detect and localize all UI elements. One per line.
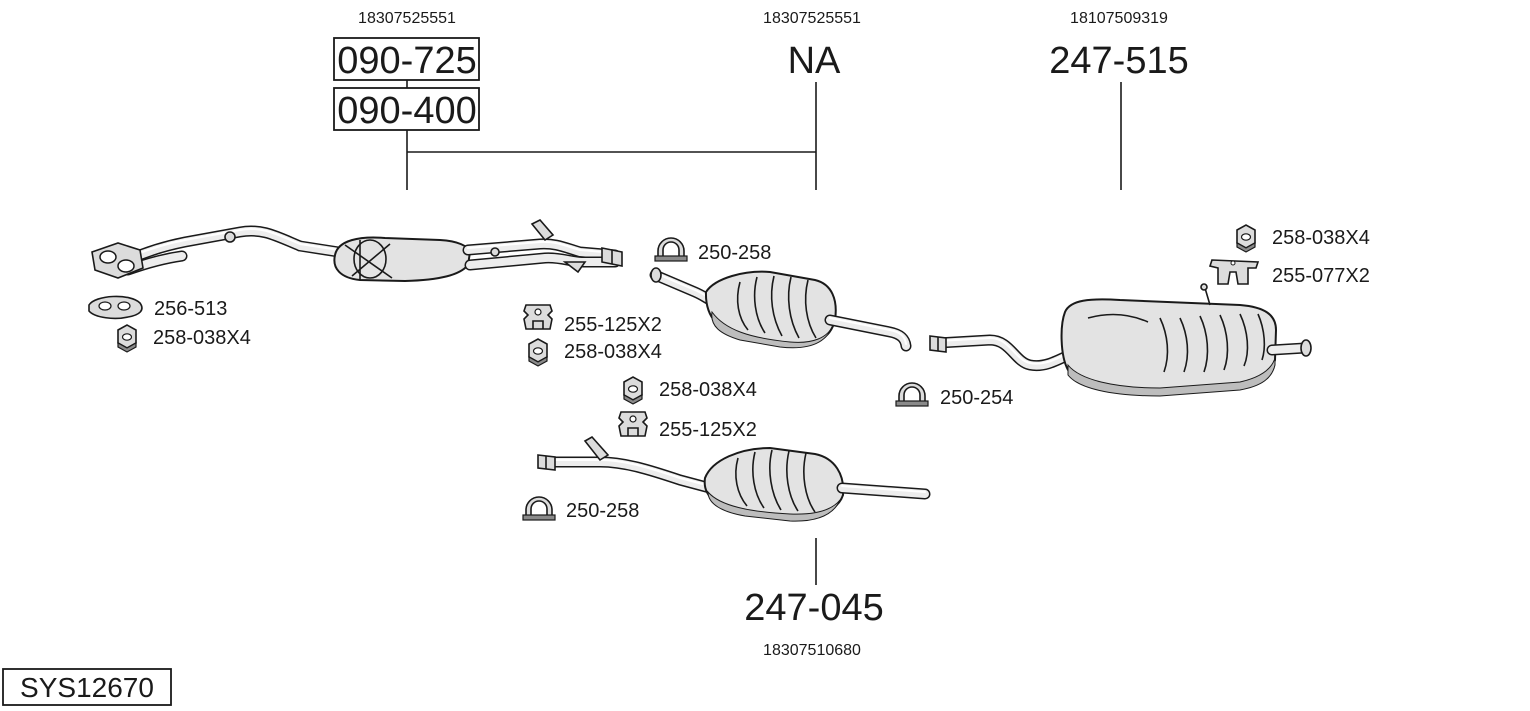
accessory-label: 255-125X2 [564,314,662,336]
clamp-icon [654,237,688,262]
accessory-item[interactable]: 250-258 [654,237,771,264]
middle-silencer-alternative[interactable] [537,435,931,522]
oem-number: 18107509319 [1070,10,1168,27]
accessory-label: 258-038X4 [1272,227,1370,249]
system-code-box: SYS12670 [2,668,172,706]
rubber-hanger-icon [1208,259,1260,285]
nut-icon [623,376,643,405]
accessory-label: 255-077X2 [1272,265,1370,287]
accessory-label: 250-258 [698,242,771,264]
part-group-alt-middle: 247-045 18307510680 [744,587,883,659]
accessory-label: 250-258 [566,500,639,522]
nut-icon [1236,224,1256,253]
accessory-item[interactable]: 258-038X4 [528,338,662,367]
accessory-label: 255-125X2 [659,419,757,441]
nut-icon [117,324,137,353]
rear-silencer[interactable] [929,283,1312,397]
system-code: SYS12670 [20,672,154,703]
middle-silencer[interactable] [649,267,912,352]
part-group-middle: 18307525551 NA [763,10,861,82]
part-ref-label[interactable]: 090-400 [337,90,476,132]
accessory-label: 258-038X4 [153,327,251,349]
accessory-item[interactable]: 258-038X4 [1236,224,1370,253]
oem-number: 18307525551 [358,10,456,27]
nut-icon [528,338,548,367]
accessory-item[interactable]: 250-254 [895,382,1013,409]
part-ref-label[interactable]: 247-045 [744,587,883,629]
part-ref-label[interactable]: 247-515 [1049,40,1188,82]
part-group-front: 18307525551 090-725 090-400 [333,10,480,132]
accessory-label: 250-254 [940,387,1013,409]
oem-number: 18307525551 [763,10,861,27]
accessory-item[interactable]: 258-038X4 [117,324,251,353]
part-ref-label[interactable]: NA [788,40,841,82]
rubber-hanger-icon [523,304,553,330]
accessory-item[interactable]: 250-258 [522,496,639,522]
accessory-item[interactable]: 255-125X2 [523,304,662,336]
clamp-icon [895,382,929,407]
accessory-item[interactable]: 256-513 [88,295,227,320]
oem-number: 18307510680 [763,642,861,659]
accessory-label: 258-038X4 [659,379,757,401]
gasket-icon [88,295,143,320]
accessory-label: 256-513 [154,298,227,320]
rubber-hanger-icon [618,411,648,437]
accessory-item[interactable]: 255-077X2 [1208,259,1370,287]
part-ref-label[interactable]: 090-725 [337,40,476,82]
leader-lines [406,80,1122,585]
part-group-rear: 18107509319 247-515 [1049,10,1188,82]
accessory-item[interactable]: 255-125X2 [618,411,757,441]
accessory-item[interactable]: 258-038X4 [623,376,757,405]
front-pipe-catalytic-converter[interactable] [91,219,623,283]
clamp-icon [522,496,556,521]
accessory-label: 258-038X4 [564,341,662,363]
